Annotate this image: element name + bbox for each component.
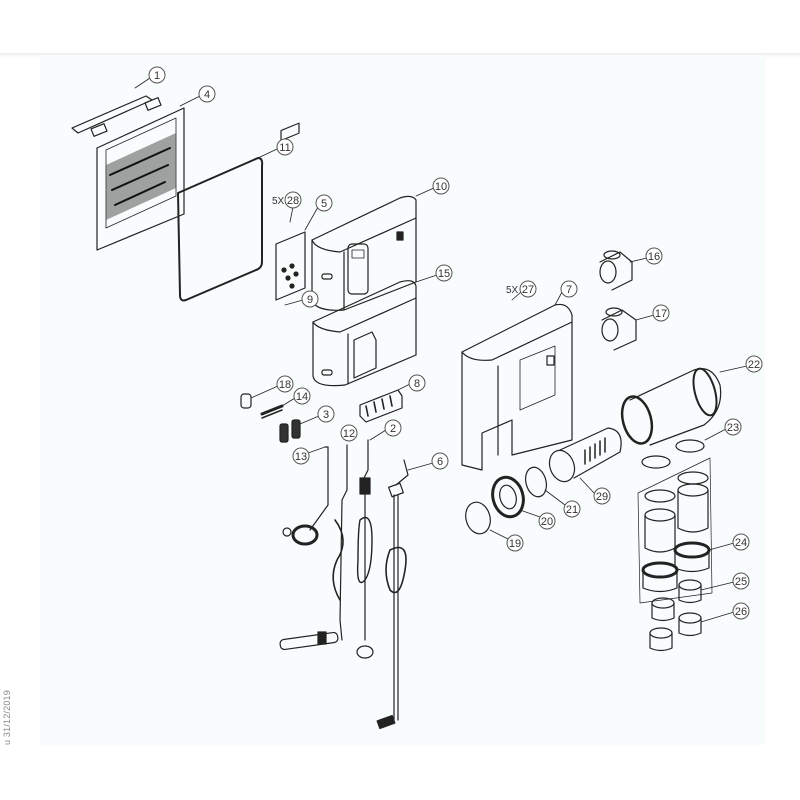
part-orings-23 [641, 439, 705, 469]
svg-text:13: 13 [295, 451, 307, 463]
callout-9: 9 [301, 290, 319, 308]
svg-text:24: 24 [735, 537, 747, 549]
part-cable-6 [376, 459, 409, 730]
svg-text:4: 4 [204, 89, 210, 101]
part-clamp-16 [599, 250, 633, 291]
part-cover-15 [312, 280, 417, 387]
callout-24: 24 [732, 533, 750, 551]
part-cell-body-22 [620, 367, 722, 446]
svg-text:27: 27 [522, 284, 534, 296]
svg-text:12: 12 [343, 428, 355, 440]
svg-text:11: 11 [279, 142, 290, 154]
top-bar [0, 0, 800, 54]
part-cap-20 [491, 475, 525, 519]
svg-text:19: 19 [509, 538, 521, 550]
callout-8: 8 [408, 374, 426, 392]
svg-text:18: 18 [279, 379, 291, 391]
callout-10: 10 [432, 177, 450, 195]
svg-text:20: 20 [541, 516, 553, 528]
callout-1: 1 [148, 66, 166, 84]
callout-19: 19 [506, 534, 524, 552]
svg-text:5: 5 [321, 198, 327, 210]
svg-text:7: 7 [566, 284, 572, 296]
part-bracket-1 [71, 95, 162, 137]
svg-text:21: 21 [566, 504, 578, 516]
callout-7: 7 [560, 280, 578, 298]
svg-text:2: 2 [390, 423, 396, 435]
callout-2: 2 [384, 419, 402, 437]
svg-text:8: 8 [414, 378, 420, 390]
part-pcb-4 [96, 107, 185, 251]
callout-6: 6 [431, 452, 449, 470]
callout-29: 29 [593, 487, 611, 505]
callout-12: 12 [340, 424, 358, 442]
callout-14: 14 [293, 387, 311, 405]
part-probe-12 [279, 444, 348, 651]
part-electrode-29 [548, 427, 622, 483]
callout-4: 4 [198, 85, 216, 103]
part-cap-19 [465, 501, 491, 535]
callout-20: 20 [538, 512, 556, 530]
callout-26: 26 [732, 602, 750, 620]
part-clamp-17 [601, 307, 637, 351]
part-display-5 [275, 122, 306, 301]
svg-text:1: 1 [154, 70, 160, 82]
callout-23: 23 [724, 418, 742, 436]
part-ring-21 [524, 466, 548, 498]
callout-11: 11 [276, 138, 294, 156]
svg-text:25: 25 [735, 576, 747, 588]
svg-text:3: 3 [323, 409, 329, 421]
callout-5: 5 [315, 194, 333, 212]
svg-text:6: 6 [437, 456, 443, 468]
svg-text:10: 10 [435, 181, 447, 193]
part-power-cable-2 [356, 439, 374, 659]
part-sensor-13 [282, 446, 329, 546]
svg-text:9: 9 [307, 294, 313, 306]
svg-text:23: 23 [727, 422, 739, 434]
svg-text:15: 15 [438, 268, 450, 280]
svg-text:16: 16 [648, 251, 660, 263]
callout-21: 21 [563, 500, 581, 518]
svg-text:17: 17 [655, 308, 667, 320]
part-cover-10 [311, 195, 417, 311]
callout-3: 3 [317, 405, 335, 423]
svg-text:26: 26 [735, 606, 747, 618]
part-connectors [240, 393, 301, 443]
svg-text:28: 28 [287, 195, 299, 207]
callout-17: 17 [652, 304, 670, 322]
callout-16: 16 [645, 247, 663, 265]
callout-22: 22 [745, 355, 763, 373]
svg-text:14: 14 [296, 391, 308, 403]
callout-15: 15 [435, 264, 453, 282]
part-terminal-8 [359, 389, 403, 423]
callout-25: 25 [732, 572, 750, 590]
svg-text:29: 29 [596, 491, 608, 503]
leader-lines [134, 77, 748, 623]
callout-18: 18 [276, 375, 294, 393]
callout-13: 13 [292, 447, 310, 465]
svg-text:5X: 5X [506, 285, 519, 296]
svg-text:22: 22 [748, 359, 760, 371]
part-gasket-11 [177, 157, 264, 302]
part-housing-7 [461, 303, 573, 471]
svg-text:5X: 5X [272, 196, 285, 207]
